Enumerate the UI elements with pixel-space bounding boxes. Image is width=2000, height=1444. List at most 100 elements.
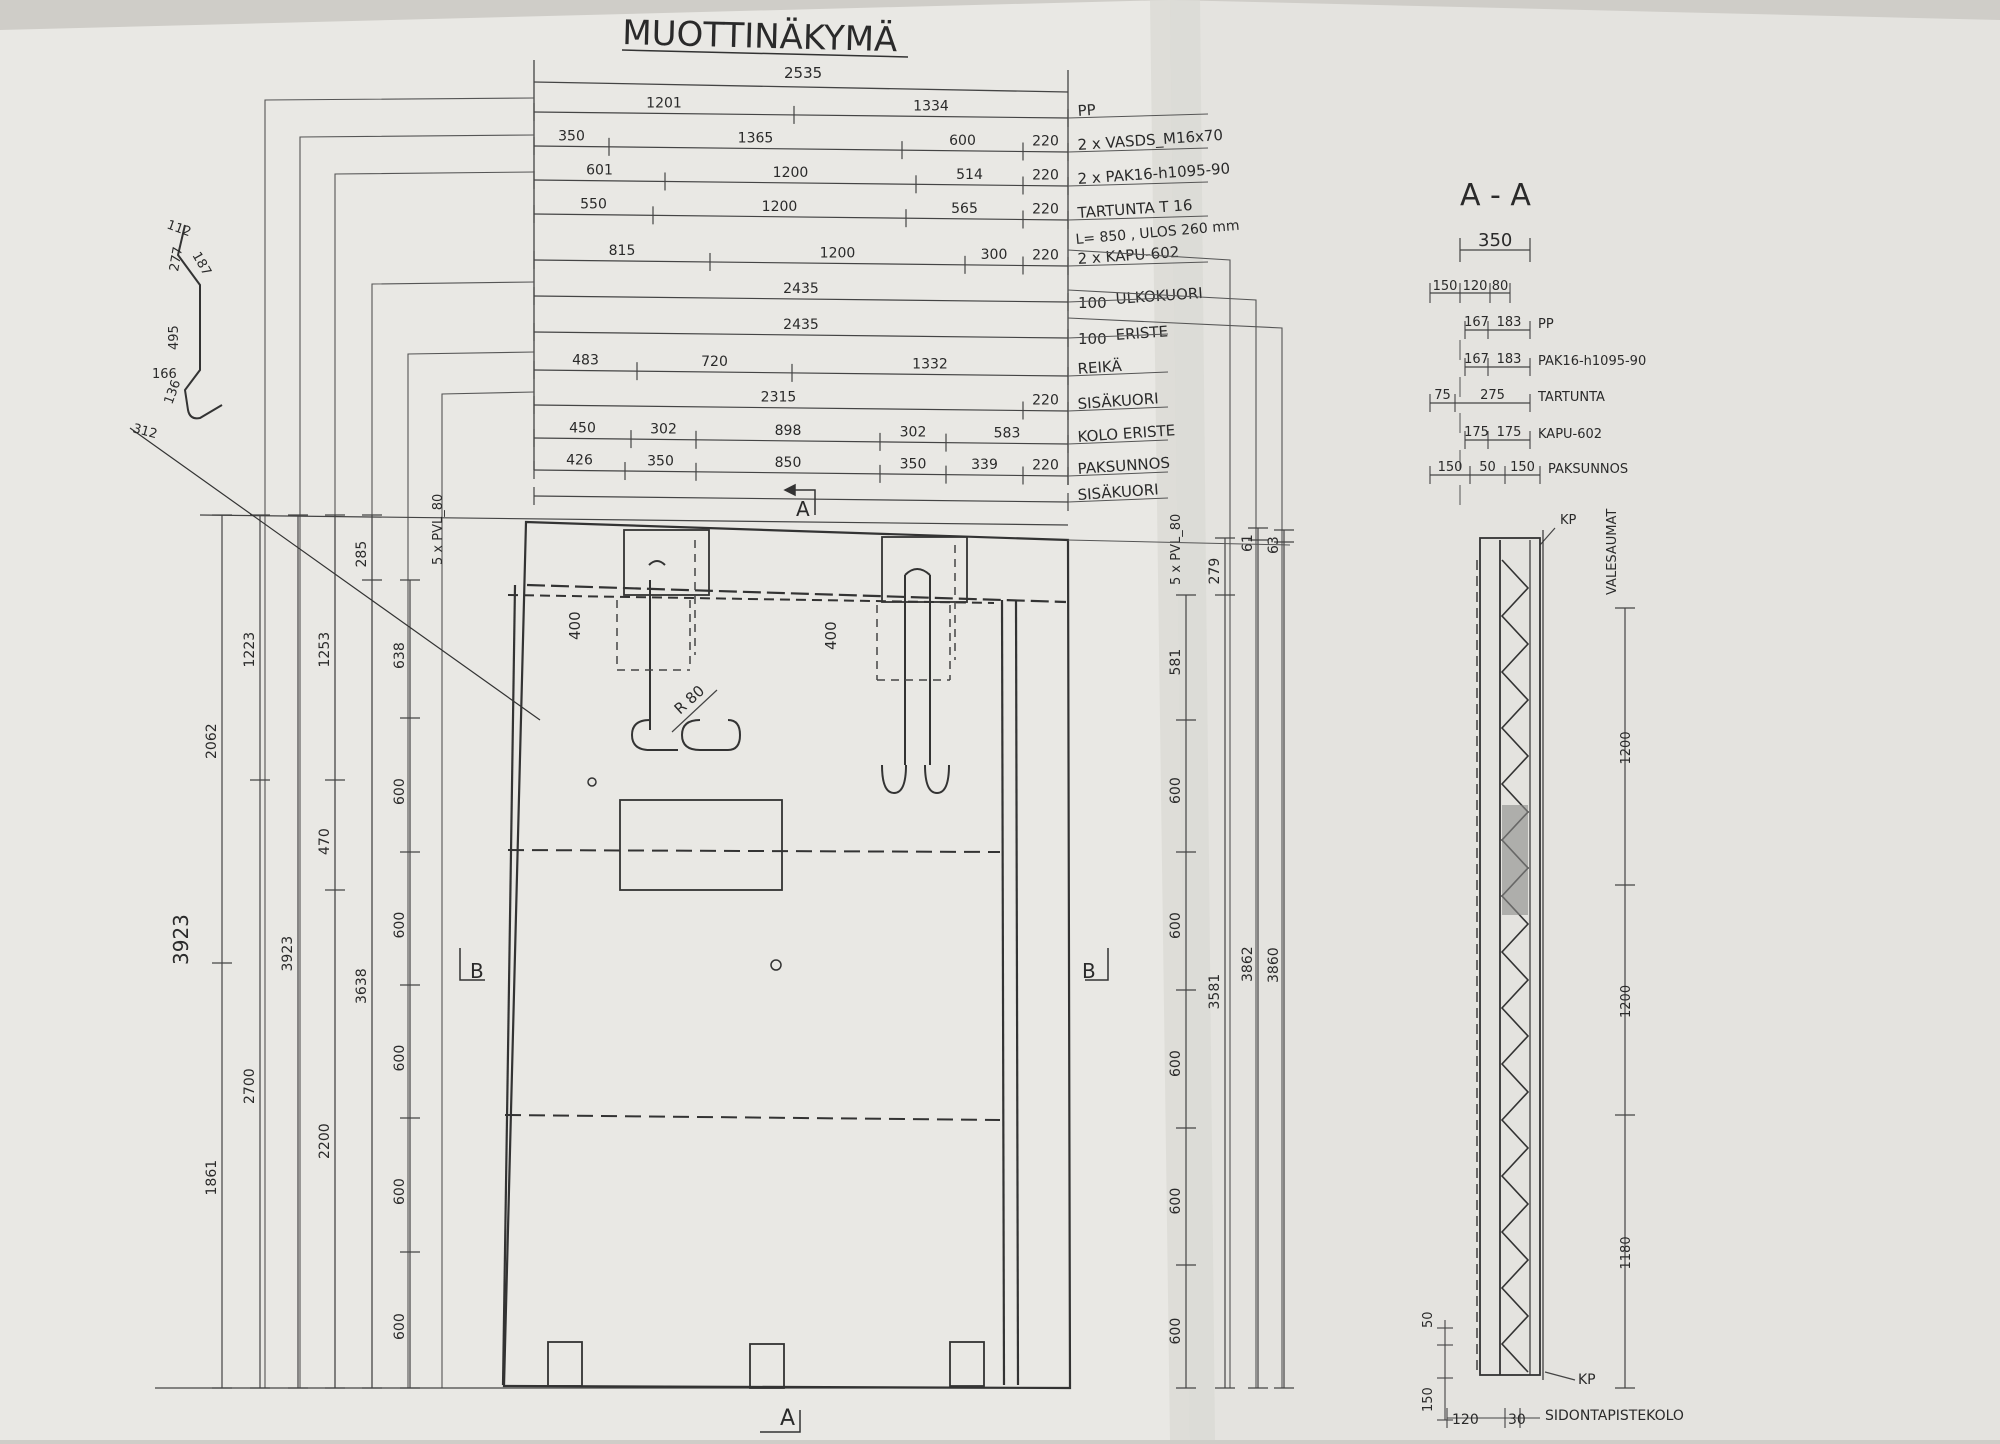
dim-row-label: REIKÄ [1077, 356, 1123, 378]
chain-f-value: 600 [392, 1045, 408, 1072]
aa-row-value: 183 [1497, 315, 1522, 330]
dim-value: 1201 [646, 95, 682, 111]
dim-value: 220 [1032, 168, 1059, 184]
overall-width-label: 2535 [784, 64, 822, 82]
dim-row-line [533, 145, 1069, 153]
panel-outline [501, 520, 1072, 1390]
dim-value: 483 [572, 353, 599, 369]
dim-value: 220 [1032, 248, 1059, 264]
r-chain-value: 600 [1168, 777, 1184, 804]
r-v3-value: 3860 [1266, 947, 1282, 983]
aa-kp-top: KP [1560, 513, 1577, 528]
r-v1-value: 279 [1207, 558, 1223, 585]
dim-value: 1200 [762, 199, 798, 215]
section-aa-insulation-hatch [1502, 805, 1528, 915]
r-v1-value: 3581 [1207, 974, 1223, 1010]
dim-value: 583 [994, 425, 1021, 441]
dim-value: 426 [566, 453, 593, 469]
aa-bottom-120: 120 [1452, 1412, 1479, 1428]
chain-f-value: 600 [392, 1178, 408, 1205]
aa-row-value: 183 [1497, 352, 1522, 367]
bar-dim: 495 [167, 325, 182, 350]
bar-dim: 312 [131, 421, 159, 442]
dim-value: 565 [951, 201, 978, 217]
dim-value: 302 [650, 421, 677, 437]
dim-value: 350 [900, 456, 927, 472]
dim-value: 302 [900, 424, 927, 440]
chain-f-value: 638 [392, 642, 408, 669]
anchor-loops [630, 560, 950, 795]
section-label-a-bottom: A [780, 1406, 795, 1431]
aa-row-value: 150 [1438, 460, 1463, 475]
section-label-a-top: A [796, 497, 810, 521]
frame-leader-5 [441, 391, 535, 1388]
aa-row-value: 150 [1510, 460, 1535, 475]
aa-vert-value: 1200 [1619, 985, 1634, 1018]
chain-b-value: 1223 [242, 632, 258, 668]
paper-left [0, 0, 1190, 1440]
dim-row-leader [1067, 113, 1209, 119]
aa-vert-value: 1200 [1619, 731, 1634, 764]
section-aa-title: A - A [1460, 178, 1531, 213]
dim-value: 514 [956, 167, 983, 183]
aa-row-value: 75 [1434, 388, 1451, 403]
chain-f-value: 600 [392, 1313, 408, 1340]
aa-sidonta: SIDONTAPISTEKOLO [1545, 1408, 1684, 1424]
chain-f-value: 600 [392, 778, 408, 805]
chain-a-value: 2062 [204, 723, 220, 759]
dim-row-line [533, 495, 1069, 503]
aa-split-value: 150 [1433, 279, 1458, 294]
chain-c-chain: 3923 [280, 514, 308, 1389]
r-v2-value: 61 [1240, 534, 1256, 552]
r-v2-value: 3862 [1240, 946, 1256, 982]
dim-value: 2315 [761, 390, 797, 406]
dim-value: 300 [981, 247, 1008, 263]
chain-e-value: 285 [354, 541, 370, 568]
aa-kp-bottom: KP [1578, 1372, 1596, 1388]
chain-c-value: 3923 [280, 936, 296, 972]
dim-row-leader [1067, 333, 1169, 339]
aa-split-value: 120 [1463, 279, 1488, 294]
dim-400-left: 400 [566, 611, 584, 640]
dim-row-leader [1067, 147, 1209, 153]
section-aa-truss [1500, 559, 1530, 1373]
chain-d-value: 470 [317, 828, 333, 855]
frame-leader-line [441, 391, 535, 1388]
drawing-title: MUOTTINÄKYMÄ [622, 13, 898, 60]
frame-leader-line [407, 351, 535, 1388]
aa-row-label: PAKSUNNOS [1548, 462, 1628, 477]
aa-row-label: PP [1538, 317, 1554, 332]
right-top-leader [1067, 539, 1291, 546]
dim-row-leader [1067, 497, 1169, 503]
r-v1-chain: 3581 279 [1207, 537, 1235, 1389]
dim-row-line [533, 111, 1069, 119]
aa-vert-value: 1180 [1619, 1236, 1634, 1269]
frame-leader-1 [299, 134, 535, 1388]
dim-value: 850 [775, 455, 802, 471]
dim-value: 220 [1032, 393, 1059, 409]
chain-d-value: 2200 [317, 1123, 333, 1159]
dim-value: 350 [558, 128, 585, 144]
dim-row-leader [1067, 471, 1169, 477]
section-marker-a-bottom [760, 1410, 801, 1433]
dim-value: 720 [701, 354, 728, 370]
dim-400-right: 400 [822, 621, 840, 650]
chain-d-value: 1253 [317, 632, 333, 668]
paper-right [1170, 0, 2000, 1440]
dim-value: 350 [647, 453, 674, 469]
aa-row-label: PAK16-h1095-90 [1538, 354, 1646, 369]
dim-row-leader [1067, 439, 1169, 445]
dim-row-line [533, 369, 1069, 377]
title-underline [621, 49, 909, 58]
